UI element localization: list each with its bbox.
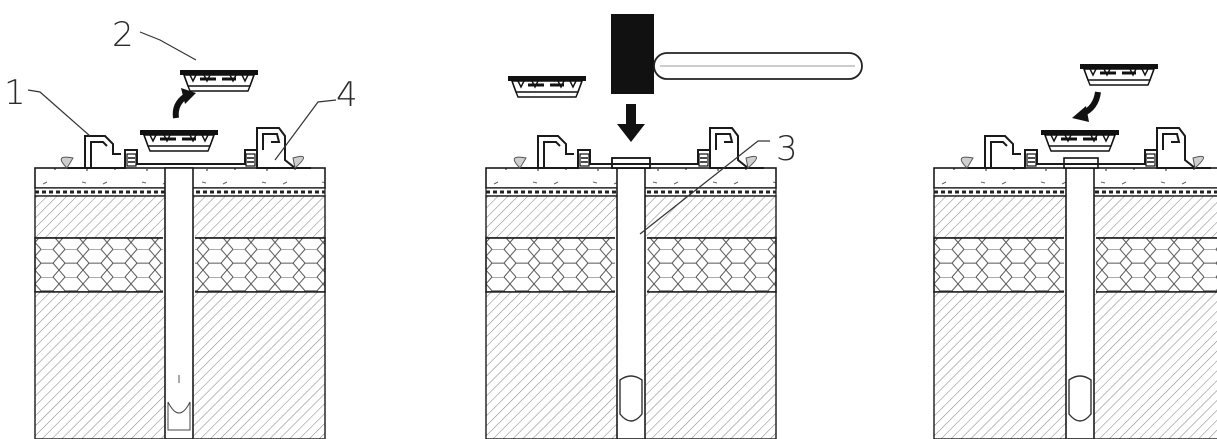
callout-3: 3	[776, 129, 798, 169]
curved-arrow-up-icon	[172, 88, 196, 119]
leader-2	[139, 31, 197, 61]
leader-1	[27, 89, 91, 137]
callout-1: 1	[4, 73, 26, 113]
cap-incoming	[1078, 62, 1160, 87]
curved-arrow-down-icon	[1072, 91, 1101, 122]
cap-seated	[138, 128, 220, 153]
callout-2: 2	[112, 15, 134, 55]
hammer-icon	[611, 14, 863, 94]
cap-inserted	[1039, 128, 1121, 153]
leader-4	[274, 99, 337, 161]
panel-1-section: 2 1 4	[4, 15, 358, 439]
panel-3-section	[932, 62, 1217, 439]
panel-2-section: 3	[484, 14, 863, 439]
sleeve-hole	[164, 167, 194, 439]
leader-3	[639, 140, 770, 235]
callout-4: 4	[336, 75, 358, 115]
down-arrow-icon	[617, 104, 645, 142]
cap-removed	[506, 74, 588, 99]
cap-lifted	[178, 68, 260, 93]
